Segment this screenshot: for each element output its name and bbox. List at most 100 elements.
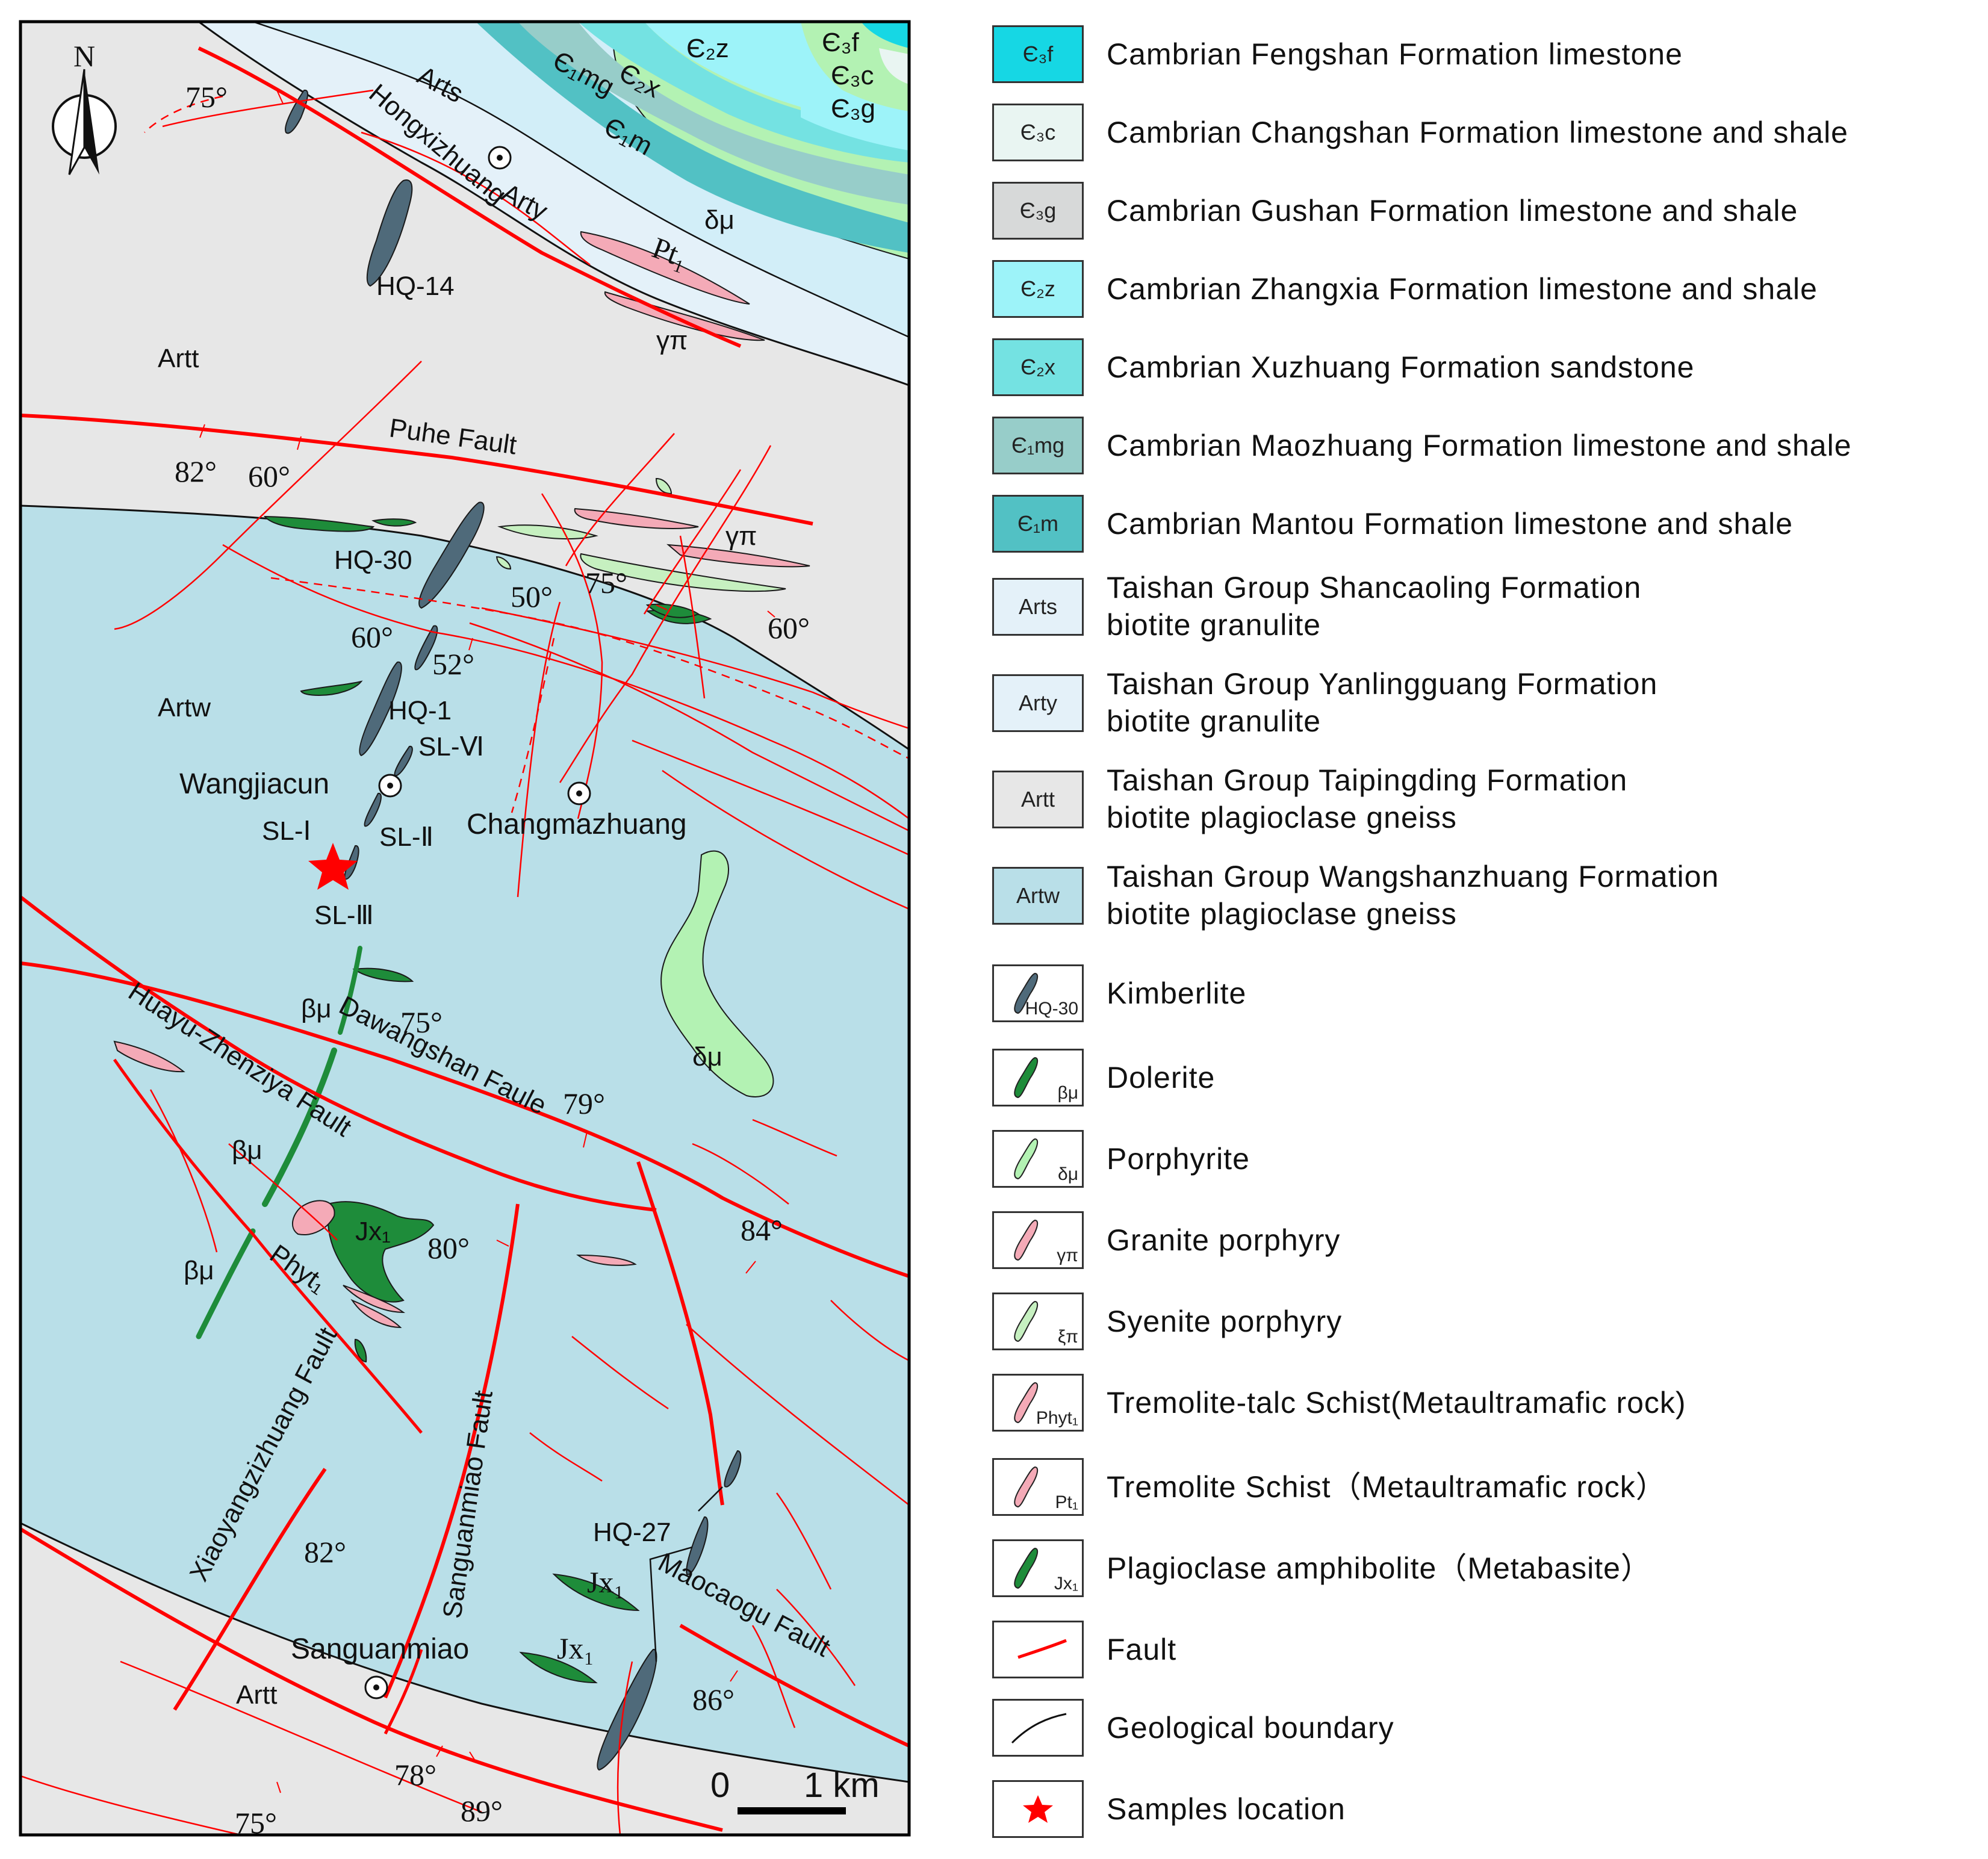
label-gp2: γπ [725,521,757,551]
map-frame [19,20,911,1837]
sample-star-icon [308,843,358,890]
angle-a10: 79° [563,1087,605,1120]
legend-label: Fault [1107,1633,1177,1666]
map-body [20,22,909,1835]
angle-a3: 60° [248,459,290,493]
label-dm-top: δμ [704,205,735,235]
angle-a1: 75° [185,80,228,114]
angle-a6: 60° [768,611,810,645]
legend-swatch [992,1621,1084,1678]
legend-label: Samples location [1107,1792,1346,1826]
label-artw: Artw [158,693,211,722]
kim-label-hq14: HQ-14 [376,272,455,301]
angle-a16: 89° [461,1794,503,1828]
gp-5 [113,1040,185,1073]
jx-bottom-2 [519,1651,598,1684]
legend-label: Porphyrite [1107,1142,1250,1176]
legend-label: Geological boundary [1107,1711,1394,1745]
angle-a2: 82° [175,455,217,488]
legend-code: Є₃c [1020,120,1056,144]
angle-a13: 82° [304,1535,346,1569]
dike-symbol-icon [1014,1138,1039,1180]
legend-label: Cambrian Fengshan Formation limestone [1107,37,1683,71]
kim-label-sl6: SL-Ⅵ [418,732,484,762]
phyt-strip-1 [343,1285,406,1314]
legend-code: Artw [1016,883,1060,908]
kim-label-sl1: SL-Ⅰ [262,816,311,846]
dip-arrows [199,90,775,1793]
legend-code: ξπ [1057,1327,1078,1347]
gp-4 [666,544,810,568]
e3c-patch [879,48,909,84]
legend-swatch: ξπ [992,1293,1084,1350]
boundary-2 [20,1522,909,1783]
hq27-leader [649,1486,723,1662]
label-artt-bottom: Artt [236,1680,277,1710]
legend-code: βμ [1057,1083,1078,1103]
dike-symbol-icon [1014,972,1039,1014]
legend-label: Cambrian Changshan Formation limestone a… [1107,116,1848,149]
scale-distance: 1 km [804,1766,880,1805]
boundary-symbol-icon [1011,1713,1067,1744]
angle-a5: 75° [585,566,627,600]
legend-code: Є₂x [1020,355,1055,379]
legend-label-line2: biotite granulite [1107,608,1322,642]
legend-swatch: Є₂z [992,260,1084,318]
legend-label: Syenite porphyry [1107,1305,1343,1338]
legend-label: Tremolite Schist（Metaultramafic rock） [1107,1470,1667,1504]
boundary-4 [252,22,909,338]
angle-a11: 84° [741,1213,783,1247]
legend-code: Є₁mg [1011,433,1065,458]
place-marker-changmazhuang-icon [567,781,591,805]
legend-swatch: HQ-30 [992,964,1084,1022]
legend-swatch: γπ [992,1211,1084,1269]
legend-swatch: Є₁mg [992,417,1084,474]
kimberlite-hq1 [359,661,402,757]
legend-label: Cambrian Gushan Formation limestone and … [1107,194,1798,228]
legend-label: Tremolite-talc Schist(Metaultramafic roc… [1107,1386,1686,1420]
kimberlite-hq30 [418,501,485,609]
legend-label: Granite porphyry [1107,1223,1341,1257]
kim-label-hq30: HQ-30 [334,545,412,575]
legend-swatch: Artw [992,867,1084,925]
place-marker-icon [488,146,512,170]
legend-code: Phyt₁ [1036,1408,1078,1428]
kimberlite-sl6 [394,745,413,777]
legend-code: Arty [1018,691,1057,715]
dike-symbol-icon [1014,1300,1039,1342]
angle-a14: 86° [692,1683,735,1716]
label-artt-top: Artt [158,344,199,373]
label-bm1: βμ [301,994,332,1023]
dolerite-1 [263,515,375,532]
dike-symbol-icon [1014,1466,1039,1508]
label-e3f: Є₃f [822,28,860,57]
kimberlite-sl2 [364,792,382,827]
kimberlite-bottom [597,1649,657,1771]
e1mg-strip [518,22,909,205]
legend-swatch: Artt [992,771,1084,828]
angle-a17: 75° [235,1806,277,1840]
legend-code: Є₃g [1019,198,1057,223]
legend-swatch [992,1699,1084,1757]
syenite-1 [497,524,598,539]
e3-strip [801,96,909,151]
legend-label: Kimberlite [1107,976,1247,1010]
legend-swatch: Arty [992,674,1084,732]
gp-6 [576,1254,637,1266]
label-e2z: Є₂z [686,34,729,63]
legend-label-line2: biotite plagioclase gneiss [1107,801,1457,834]
label-e3c: Є₃c [831,61,874,90]
metabasite-jx1 [327,1201,435,1303]
legend-swatch: βμ [992,1049,1084,1106]
legend-code: Є₂z [1020,276,1055,301]
gp-1 [580,231,750,305]
kim-label-sl2: SL-Ⅱ [379,822,433,852]
legend-code: Artt [1020,787,1055,812]
syenite-3 [655,477,673,495]
kimberlite-hq14 [366,179,413,287]
jx-bottom-1 [552,1573,640,1612]
place-marker-sanguanmiao-icon [364,1675,388,1699]
legend-swatch: δμ [992,1130,1084,1188]
legend-label-line2: biotite plagioclase gneiss [1107,897,1457,931]
